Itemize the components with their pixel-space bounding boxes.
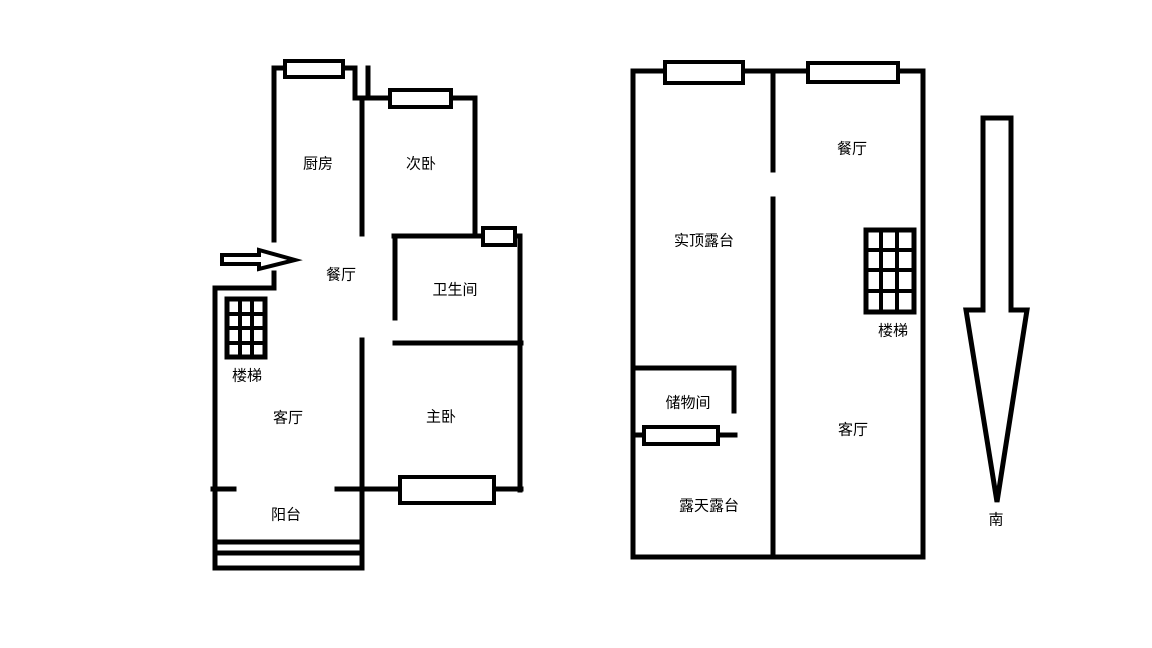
right-floor-plan xyxy=(630,60,926,560)
room-label-master-bedroom: 主卧 xyxy=(425,407,457,426)
window xyxy=(283,59,345,79)
window xyxy=(481,226,517,247)
room-label-living: 客厅 xyxy=(837,420,869,439)
room-label-stairs: 楼梯 xyxy=(231,366,263,385)
window xyxy=(806,61,900,84)
stairs-icon xyxy=(224,296,268,360)
window xyxy=(663,60,745,85)
room-label-stairs: 楼梯 xyxy=(877,321,909,340)
window xyxy=(398,475,496,505)
compass-label-south: 南 xyxy=(988,510,1004,529)
south-arrow-icon xyxy=(963,115,1030,503)
entrance-arrow-icon xyxy=(220,247,303,272)
room-label-open-terrace: 露天露台 xyxy=(678,496,740,515)
window xyxy=(388,88,453,109)
room-label-balcony: 阳台 xyxy=(270,505,302,524)
room-label-storage: 储物间 xyxy=(665,393,711,412)
room-label-dining: 餐厅 xyxy=(325,265,357,284)
room-label-kitchen: 厨房 xyxy=(302,154,334,173)
left-floor-plan xyxy=(210,59,524,571)
stairs-icon xyxy=(863,227,917,315)
room-label-second-bedroom: 次卧 xyxy=(405,154,437,173)
room-label-roofed-terrace: 实顶露台 xyxy=(673,231,735,250)
room-label-bathroom: 卫生间 xyxy=(432,280,478,299)
room-label-dining: 餐厅 xyxy=(836,139,868,158)
window xyxy=(642,425,720,446)
room-label-living: 客厅 xyxy=(272,408,304,427)
